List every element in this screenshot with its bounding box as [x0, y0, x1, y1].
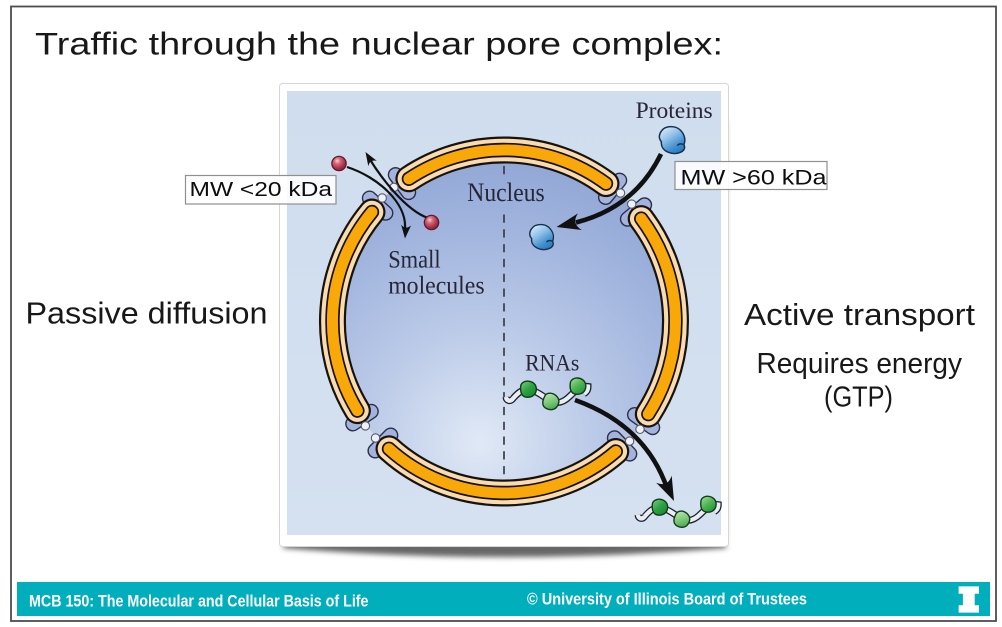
svg-text:Traffic through the nuclear po: Traffic through the nuclear pore complex…: [35, 26, 723, 62]
svg-text:RNAs: RNAs: [525, 350, 579, 375]
svg-text:Nucleus: Nucleus: [467, 178, 544, 207]
svg-text:Small: Small: [388, 244, 440, 273]
svg-text:molecules: molecules: [388, 270, 484, 299]
svg-text:MW <20 kDa: MW <20 kDa: [190, 179, 333, 201]
svg-text:Active transport: Active transport: [744, 298, 976, 332]
svg-text:Passive diffusion: Passive diffusion: [26, 296, 268, 330]
svg-text:(GTP): (GTP): [824, 382, 893, 414]
svg-text:MW >60 kDa: MW >60 kDa: [681, 167, 827, 190]
svg-text:MCB 150: The Molecular and Cel: MCB 150: The Molecular and Cellular Basi…: [29, 592, 369, 611]
svg-text:© University of Illinois Board: © University of Illinois Board of Truste…: [527, 590, 807, 609]
svg-text:Proteins: Proteins: [636, 98, 713, 123]
svg-text:Requires energy: Requires energy: [757, 348, 963, 380]
